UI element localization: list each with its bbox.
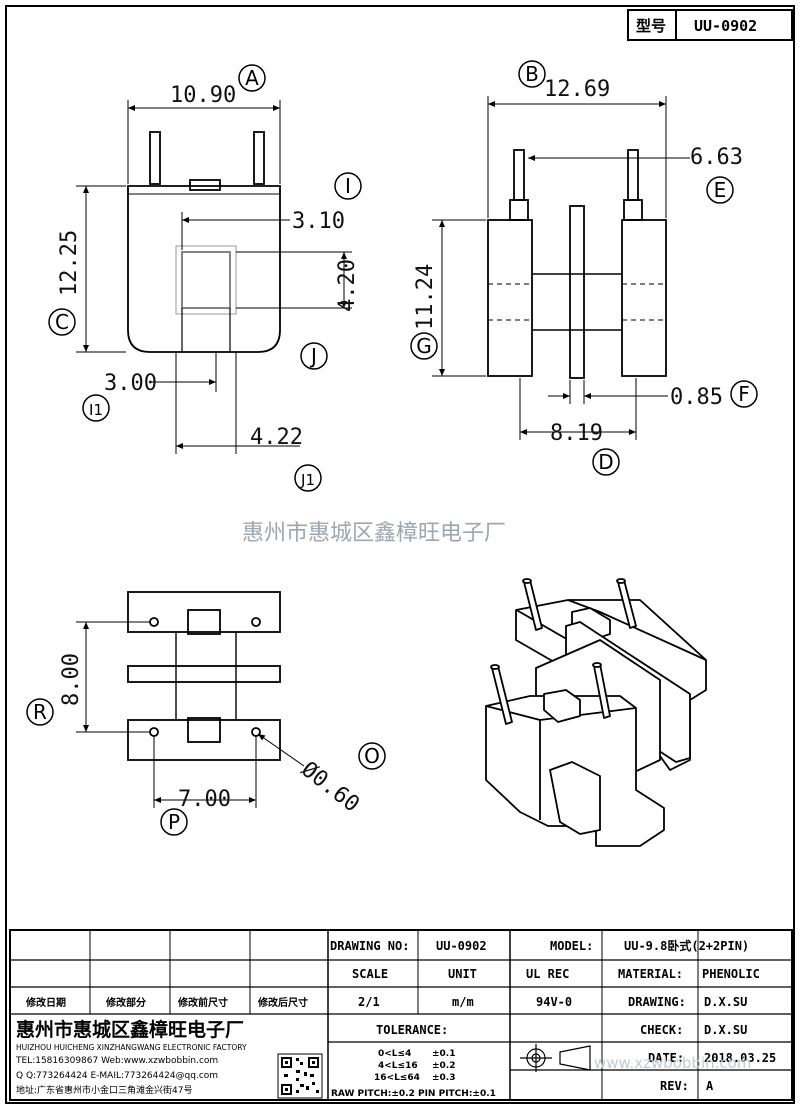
dim-b-value: 12.69 — [544, 77, 610, 102]
dim-c-value: 12.25 — [57, 230, 82, 296]
dim-r-value: 8.00 — [59, 653, 84, 706]
scale-value: 2/1 — [358, 995, 380, 1009]
ulrec-label: UL REC — [526, 967, 569, 981]
callout-c-label: C — [55, 310, 69, 334]
callout-e — [706, 176, 734, 204]
callout-b-label: B — [525, 62, 539, 86]
tol-value-1: ±0.1 — [432, 1049, 455, 1059]
material-label: MATERIAL: — [618, 967, 683, 981]
callout-g — [410, 332, 438, 360]
callout-g-label: G — [416, 334, 432, 358]
callout-i1-label: I1 — [89, 401, 103, 419]
dim-j-value: 4.20 — [335, 259, 360, 312]
watermark-text: 惠州市惠城区鑫樟旺电子厂 — [242, 521, 506, 546]
callout-d — [592, 448, 620, 476]
callout-a-label: A — [245, 66, 259, 90]
model-value: UU-9.8卧式(2+2PIN) — [624, 938, 749, 953]
projection-symbol-icon — [520, 1044, 591, 1072]
qq-line: Q Q:773264424 E-MAIL:773264424@qq.com — [16, 1071, 218, 1081]
tol-range-2: 4<L≤16 — [378, 1061, 418, 1071]
callout-o-label: O — [364, 744, 380, 768]
callout-p — [160, 808, 188, 836]
material-value: PHENOLIC — [702, 967, 760, 981]
drawing-no-label: DRAWING NO: — [330, 939, 409, 953]
dim-p-value: 7.00 — [178, 787, 231, 812]
callout-a — [238, 64, 266, 92]
rev-value: A — [706, 1079, 714, 1093]
tol-value-2: ±0.2 — [432, 1061, 455, 1071]
front-view — [127, 131, 281, 353]
dim-i-value: 3.10 — [292, 209, 345, 234]
dim-g-value: 11.24 — [413, 264, 438, 330]
model-box-label: 型号 — [636, 17, 666, 35]
company-en: HUIZHOU HUICHENG XINZHANGWANG ELECTRONIC… — [16, 1043, 247, 1052]
callout-f — [730, 380, 758, 408]
rev-header-date: 修改日期 — [25, 996, 66, 1009]
scale-label: SCALE — [352, 967, 388, 981]
front-view-dimensions — [76, 100, 352, 454]
rev-header-after: 修改后尺寸 — [257, 996, 308, 1009]
callout-i-label: I — [345, 174, 351, 198]
date-label: DATE: — [648, 1051, 684, 1065]
callout-b — [518, 60, 546, 88]
ulrec-value: 94V-0 — [536, 995, 572, 1009]
callouts — [26, 60, 758, 836]
tolerance-label: TOLERANCE: — [376, 1023, 448, 1037]
callout-labels: A B C I J I1 J1 E G F D R O P — [33, 62, 750, 834]
check-label: CHECK: — [640, 1023, 683, 1037]
qr-code — [277, 1053, 323, 1099]
tol-value-3: ±0.3 — [432, 1073, 455, 1083]
side-view-dimensions — [432, 96, 690, 440]
drawing-no-value: UU-0902 — [436, 939, 487, 953]
callout-j1 — [294, 464, 322, 492]
bottom-view-dimensions — [76, 621, 305, 808]
tol-range-3: 16<L≤64 — [374, 1073, 420, 1083]
title-block — [9, 929, 793, 1101]
rev-header-part: 修改部分 — [105, 996, 146, 1009]
callout-i — [334, 172, 362, 200]
dim-i1-value: 3.00 — [104, 371, 157, 396]
unit-label: UNIT — [448, 967, 477, 981]
address-line: 地址:广东省惠州市小金口三角滩金兴街47号 — [16, 1084, 193, 1096]
company-cn: 惠州市惠城区鑫樟旺电子厂 — [16, 1018, 244, 1041]
drawing-value: D.X.SU — [704, 995, 747, 1009]
callout-c — [48, 308, 76, 336]
pitch-note: RAW PITCH:±0.2 PIN PITCH:±0.1 — [331, 1089, 496, 1099]
rev-label: REV: — [660, 1079, 689, 1093]
drawing-label: DRAWING: — [628, 995, 686, 1009]
callout-f-label: F — [738, 382, 750, 406]
callout-e-label: E — [714, 178, 727, 202]
dim-o-value: Ø0.60 — [296, 757, 364, 817]
dim-e-value: 6.63 — [690, 145, 743, 170]
dim-f-value: 0.85 — [670, 385, 723, 410]
isometric-view — [485, 578, 707, 847]
drawing-border — [5, 5, 795, 1104]
web-watermark: www.xzwbobbin.com — [594, 1054, 751, 1072]
callout-r-label: R — [33, 700, 47, 724]
unit-value: m/m — [452, 995, 474, 1009]
dim-j1-value: 4.22 — [250, 425, 303, 450]
rev-header-before: 修改前尺寸 — [177, 996, 228, 1009]
model-box: 型号 UU-0902 — [627, 9, 793, 41]
model-label: MODEL: — [550, 939, 593, 953]
dim-a-value: 10.90 — [170, 83, 236, 108]
callout-o — [358, 742, 386, 770]
bottom-view — [127, 591, 281, 761]
model-box-value: UU-0902 — [694, 17, 757, 35]
callout-d-label: D — [598, 450, 613, 474]
callout-i1 — [82, 394, 110, 422]
tol-range-1: 0<L≤4 — [378, 1049, 411, 1059]
callout-r — [26, 698, 54, 726]
date-value: 2018.03.25 — [704, 1051, 776, 1065]
callout-j-label: J — [309, 344, 317, 368]
check-value: D.X.SU — [704, 1023, 747, 1037]
dim-d-value: 8.19 — [550, 421, 603, 446]
callout-j1-label: J1 — [300, 471, 315, 489]
callout-j — [300, 342, 328, 370]
callout-p-label: P — [168, 810, 180, 834]
tel-line: TEL:15816309867 Web:www.xzwbobbin.com — [15, 1056, 218, 1066]
side-view — [487, 149, 667, 379]
